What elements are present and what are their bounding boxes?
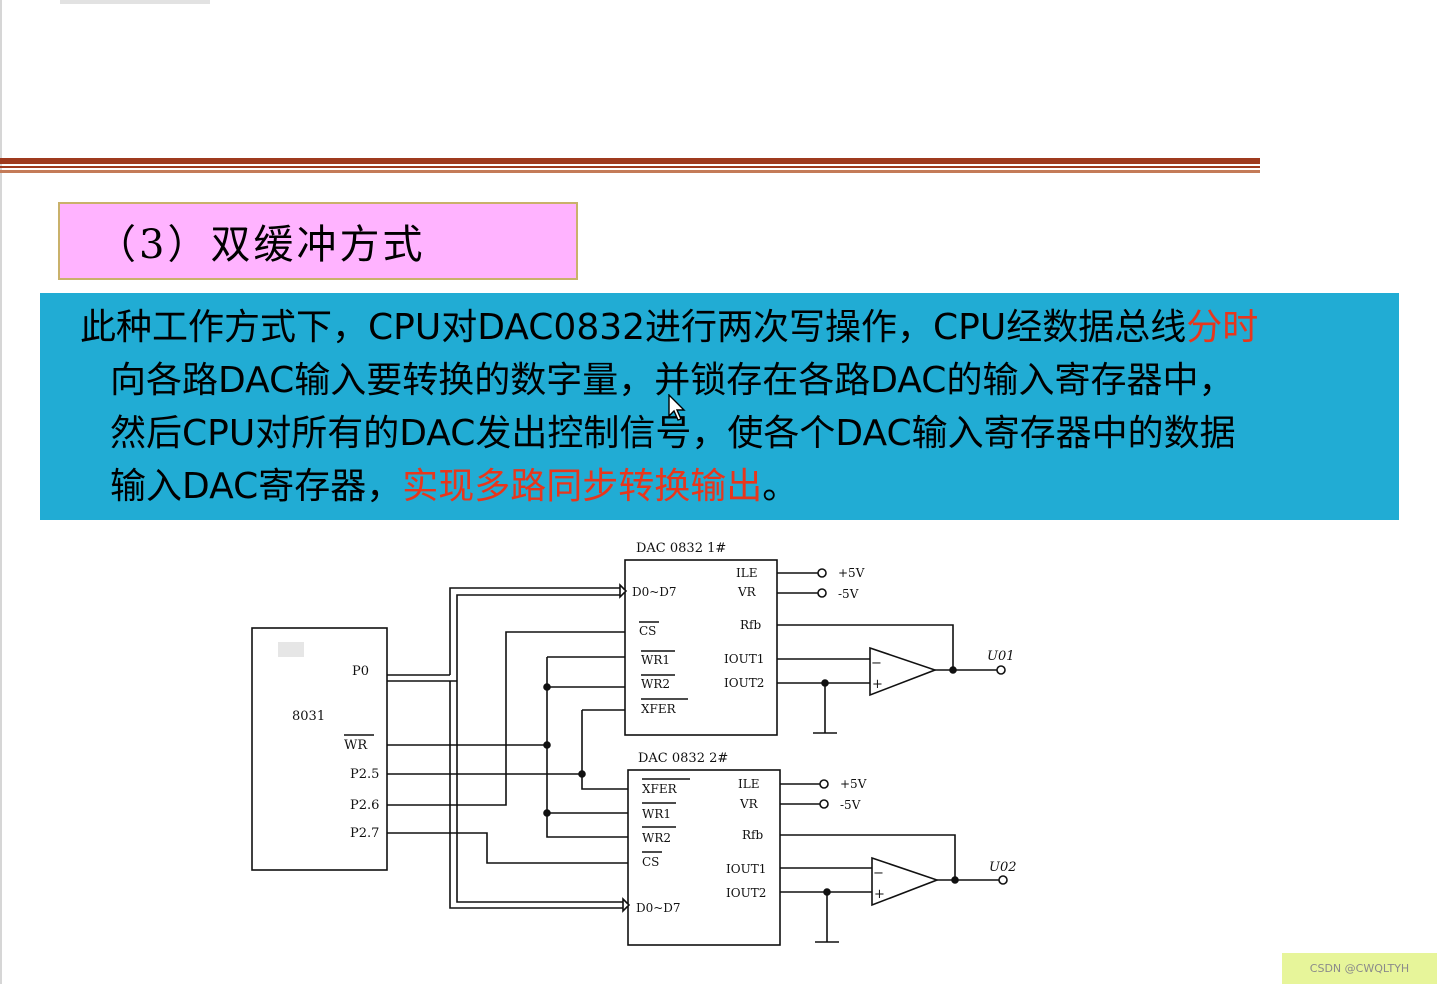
dac1-block [624,559,778,736]
dac2-minus5v: -5V [840,798,861,812]
window-left-edge [0,0,2,984]
dac1-pin-wr2: WR2 [641,677,670,691]
pin-p26: P2.6 [350,798,379,813]
dac1-pin-ile: ILE [736,566,757,580]
header-rule-thin [0,166,1260,168]
dac2-title: DAC 0832 2# [638,751,728,766]
mcu-label: 8031 [292,709,325,724]
mcu-8031-block [251,627,388,871]
mouse-cursor-icon [668,394,686,421]
dac1-pin-data: D0~D7 [632,585,677,599]
pin-wr: WR [344,738,368,753]
header-rule [0,158,1260,164]
dac1-minus5v: -5V [838,587,859,601]
watermark: CSDN @CWQLTYH [1282,953,1437,984]
desc-line-3: 然后CPU对所有的DAC发出控制信号，使各个DAC输入寄存器中的数据 [110,413,1236,454]
opamp1-minus: − [871,656,882,671]
output-u01: U01 [987,649,1015,664]
dac1-pin-xfer: XFER [641,702,677,716]
highlight-sync-output: 实现多路同步转换输出 [402,466,763,507]
desc-line-2: 向各路DAC输入要转换的数字量，并锁存在各路DAC的输入寄存器中， [110,360,1235,401]
dac2-pin-iout2: IOUT2 [726,886,766,900]
opamp1-plus: + [872,677,883,692]
pin-p25: P2.5 [350,767,379,782]
dac1-pin-vr: VR [737,585,757,599]
dac2-pin-data: D0~D7 [636,901,681,915]
desc-line-1: 此种工作方式下，CPU对DAC0832进行两次写操作，CPU经数据总线分时 [80,307,1259,348]
dac2-pin-ile: ILE [738,777,759,791]
section-title-box: （3）双缓冲方式 [58,202,578,280]
dac2-block [627,769,781,946]
header-rule-light [0,170,1260,173]
top-smudge [60,0,210,4]
dac1-plus5v: +5V [838,566,865,580]
dac1-title: DAC 0832 1# [636,541,726,556]
dac1-pin-rfb: Rfb [740,618,761,632]
opamp2-plus: + [874,887,885,902]
dac2-pin-xfer: XFER [642,782,678,796]
dual-buffer-circuit-diagram: − + − + 8031 P0 WR P2.5 P2.6 P2.7 DAC 08… [251,541,1017,946]
dac2-pin-wr1: WR1 [642,807,671,821]
dac2-pin-rfb: Rfb [742,828,763,842]
highlight-time-share: 分时 [1186,307,1259,348]
desc-line-4: 输入DAC寄存器，实现多路同步转换输出。 [110,466,799,507]
output-u02: U02 [989,860,1017,875]
dac2-pin-vr: VR [739,797,759,811]
pin-p0: P0 [352,664,369,679]
dac2-pin-iout1: IOUT1 [726,862,766,876]
dac1-pin-wr1: WR1 [641,653,670,667]
dac2-pin-cs: CS [642,855,659,869]
opamp2-minus: − [873,866,884,881]
dac1-pin-iout2: IOUT2 [724,676,764,690]
pin-p27: P2.7 [350,826,379,841]
dac2-pin-wr2: WR2 [642,831,671,845]
dac2-plus5v: +5V [840,777,867,791]
description-box: 此种工作方式下，CPU对DAC0832进行两次写操作，CPU经数据总线分时 向各… [40,293,1399,520]
section-title: （3）双缓冲方式 [96,222,426,268]
dac1-pin-iout1: IOUT1 [724,652,764,666]
dac1-pin-cs: CS [639,624,656,638]
